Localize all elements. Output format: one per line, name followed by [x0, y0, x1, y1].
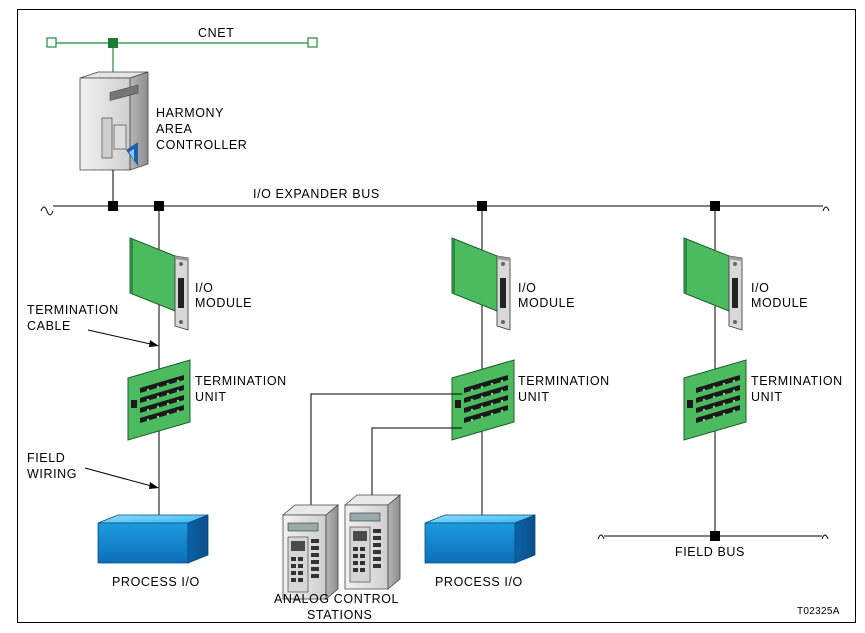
controller-label-line-2: AREA: [156, 122, 193, 136]
field-wiring-label-line-1: FIELD: [27, 451, 66, 465]
field-wiring-pointer: [84, 467, 159, 489]
analog-stations-label-line-2: STATIONS: [307, 608, 373, 622]
process-io-2-label: PROCESS I/O: [435, 575, 523, 589]
termination-unit-1-icon: [127, 359, 191, 441]
termination-unit-3-label-line-1: TERMINATION: [751, 374, 843, 388]
analog-station-2-icon: [344, 494, 401, 590]
station-wiring: [310, 393, 462, 510]
io-module-3-icon: [683, 237, 743, 331]
termination-cable-label-line-2: CABLE: [27, 319, 71, 333]
io-module-2-icon: [451, 237, 511, 331]
cnet-node: [108, 38, 118, 48]
analog-stations-label-line-1: ANALOG CONTROL: [274, 592, 400, 606]
io-module-2-label-line-2: MODULE: [518, 296, 576, 310]
io-module-3-label-line-1: I/O: [751, 281, 770, 295]
termination-unit-1-label-line-2: UNIT: [195, 390, 227, 404]
cnet-network: [46, 37, 318, 72]
termination-unit-2-label-line-1: TERMINATION: [518, 374, 610, 388]
cnet-terminator-left: [46, 37, 57, 48]
controller-label-line-3: CONTROLLER: [156, 138, 248, 152]
termination-cable-pointer: [87, 329, 159, 347]
cnet-label: CNET: [198, 26, 235, 40]
io-module-3-label-line-2: MODULE: [751, 296, 809, 310]
process-io-1-label: PROCESS I/O: [112, 575, 200, 589]
controller-label-line-1: HARMONY: [156, 106, 225, 120]
io-expander-bus: [40, 201, 830, 216]
termination-unit-3-label-line-2: UNIT: [751, 390, 783, 404]
field-bus: [597, 531, 829, 541]
io-module-1-label-line-2: MODULE: [195, 296, 253, 310]
expander-bus-label: I/O EXPANDER BUS: [253, 187, 380, 201]
harmony-controller-icon: [79, 71, 149, 171]
process-io-2-icon: [424, 514, 536, 564]
process-io-1-icon: [97, 514, 209, 564]
figure-id: T02325A: [797, 606, 840, 617]
field-wiring-label-line-2: WIRING: [27, 467, 78, 481]
termination-unit-2-label-line-2: UNIT: [518, 390, 550, 404]
io-module-2-label-line-1: I/O: [518, 281, 537, 295]
termination-cable-label-line-1: TERMINATION: [27, 303, 119, 317]
field-bus-label: FIELD BUS: [675, 545, 745, 559]
termination-unit-1-label-line-1: TERMINATION: [195, 374, 287, 388]
termination-unit-3-icon: [683, 359, 747, 441]
io-module-1-label-line-1: I/O: [195, 281, 214, 295]
analog-station-1-icon: [282, 504, 339, 600]
cnet-terminator-right: [307, 37, 318, 48]
